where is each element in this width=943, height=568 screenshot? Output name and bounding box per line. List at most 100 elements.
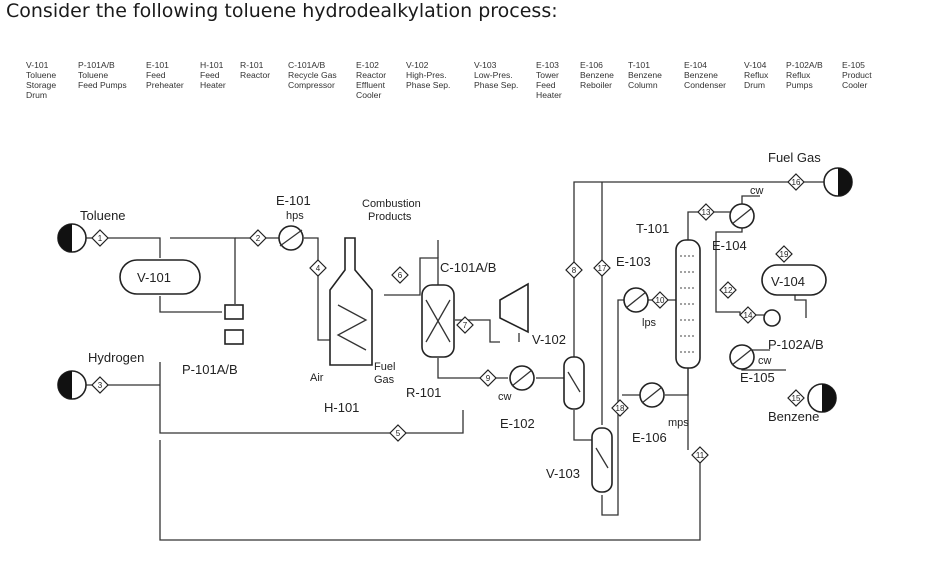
stream-marker-17: 17 bbox=[593, 259, 611, 277]
line-hydrogen bbox=[84, 362, 464, 434]
stream-number: 11 bbox=[696, 451, 705, 460]
p102-pump-icon bbox=[763, 309, 781, 327]
stream-marker-13: 13 bbox=[697, 203, 715, 221]
h101-heater-icon bbox=[329, 237, 373, 366]
legend-tag: E-106 bbox=[580, 60, 603, 70]
stream-number: 17 bbox=[598, 264, 607, 273]
p101-pump-icon bbox=[224, 304, 244, 320]
label-mps: mps bbox=[668, 417, 689, 429]
stream-marker-14: 14 bbox=[739, 306, 757, 324]
legend-desc: Benzene bbox=[684, 70, 718, 80]
legend-tag: E-104 bbox=[684, 60, 707, 70]
legend-desc: Cooler bbox=[356, 90, 382, 100]
stream-marker-6: 6 bbox=[391, 266, 409, 284]
v101-drum bbox=[119, 259, 201, 295]
legend-desc: Pumps bbox=[786, 80, 813, 90]
legend-desc: Toluene bbox=[26, 70, 57, 80]
legend-tag: P-101A/B bbox=[78, 60, 115, 70]
equipment bbox=[57, 167, 853, 493]
legend-tag: T-101 bbox=[628, 60, 650, 70]
stream-marker-11: 11 bbox=[691, 446, 709, 464]
stream-marker-7: 7 bbox=[456, 316, 474, 334]
label-e105: E-105 bbox=[740, 370, 775, 385]
stream-number: 1 bbox=[98, 234, 103, 243]
stream-marker-15: 15 bbox=[787, 389, 805, 407]
line-toluene-recycle bbox=[159, 440, 701, 541]
stream-marker-1: 1 bbox=[91, 229, 109, 247]
label-fuel-gas: Fuel Gas bbox=[768, 150, 821, 165]
legend-desc: Phase Sep. bbox=[406, 80, 451, 90]
label-v104: V-104 bbox=[771, 274, 805, 289]
stream-number: 7 bbox=[463, 321, 468, 330]
legend-desc: Recycle Gas bbox=[288, 70, 337, 80]
legend-desc: Heater bbox=[200, 80, 226, 90]
label-p102: P-102A/B bbox=[768, 337, 824, 352]
legend-desc: Reflux bbox=[744, 70, 769, 80]
line-recycle bbox=[437, 240, 520, 343]
legend-desc: Preheater bbox=[146, 80, 184, 90]
stream-number: 2 bbox=[256, 234, 261, 243]
stream-marker-4: 4 bbox=[309, 259, 327, 277]
legend-desc: High-Pres. bbox=[406, 70, 447, 80]
legend-desc: Drum bbox=[744, 80, 766, 90]
label-combustion-2: Products bbox=[368, 211, 412, 223]
piping bbox=[84, 181, 836, 541]
stream-number: 12 bbox=[724, 286, 733, 295]
legend-tag: C-101A/B bbox=[288, 60, 326, 70]
legend-desc: Feed bbox=[200, 70, 220, 80]
legend-desc: Heater bbox=[536, 90, 562, 100]
stream-marker-8: 8 bbox=[565, 261, 583, 279]
label-e106: E-106 bbox=[632, 430, 667, 445]
label-fuel-2: Gas bbox=[374, 374, 395, 386]
stream-number: 13 bbox=[702, 208, 711, 217]
label-h101: H-101 bbox=[324, 400, 359, 415]
label-toluene: Toluene bbox=[80, 208, 126, 223]
line-fuel-gas-header bbox=[573, 181, 836, 358]
legend-desc: Cooler bbox=[842, 80, 868, 90]
legend-tag: E-105 bbox=[842, 60, 865, 70]
stream-marker-18: 18 bbox=[611, 399, 629, 417]
label-v103: V-103 bbox=[546, 466, 580, 481]
label-cw-e105: cw bbox=[758, 355, 772, 367]
line-v103-to-e103 bbox=[601, 299, 628, 516]
legend-tag: V-104 bbox=[744, 60, 767, 70]
legend-desc: Reactor bbox=[356, 70, 387, 80]
c101-compressor-icon bbox=[499, 282, 529, 334]
stream-number: 18 bbox=[616, 404, 625, 413]
legend-desc: Feed Pumps bbox=[78, 80, 127, 90]
legend-desc: Phase Sep. bbox=[474, 80, 519, 90]
stream-number: 6 bbox=[398, 271, 403, 280]
legend-tag: V-102 bbox=[406, 60, 429, 70]
legend-tag: H-101 bbox=[200, 60, 224, 70]
legend-desc: Feed bbox=[146, 70, 166, 80]
stream-number: 8 bbox=[572, 266, 577, 275]
legend-desc: Product bbox=[842, 70, 872, 80]
label-lps: lps bbox=[642, 317, 657, 329]
legend-tag: E-103 bbox=[536, 60, 559, 70]
legend-desc: Reflux bbox=[786, 70, 811, 80]
legend-desc: Compressor bbox=[288, 80, 335, 90]
stream-number: 10 bbox=[656, 296, 665, 305]
label-e102: E-102 bbox=[500, 416, 535, 431]
label-benzene: Benzene bbox=[768, 409, 819, 424]
stream-marker-2: 2 bbox=[249, 229, 267, 247]
legend-desc: Low-Pres. bbox=[474, 70, 513, 80]
line-v102-to-v103 bbox=[573, 410, 596, 441]
legend-desc: Condenser bbox=[684, 80, 727, 90]
stream-number: 19 bbox=[780, 250, 789, 259]
legend-desc: Storage bbox=[26, 80, 57, 90]
stream-marker-19: 19 bbox=[775, 245, 793, 263]
line-toluene-feed bbox=[84, 237, 161, 258]
stream-number: 14 bbox=[744, 311, 753, 320]
